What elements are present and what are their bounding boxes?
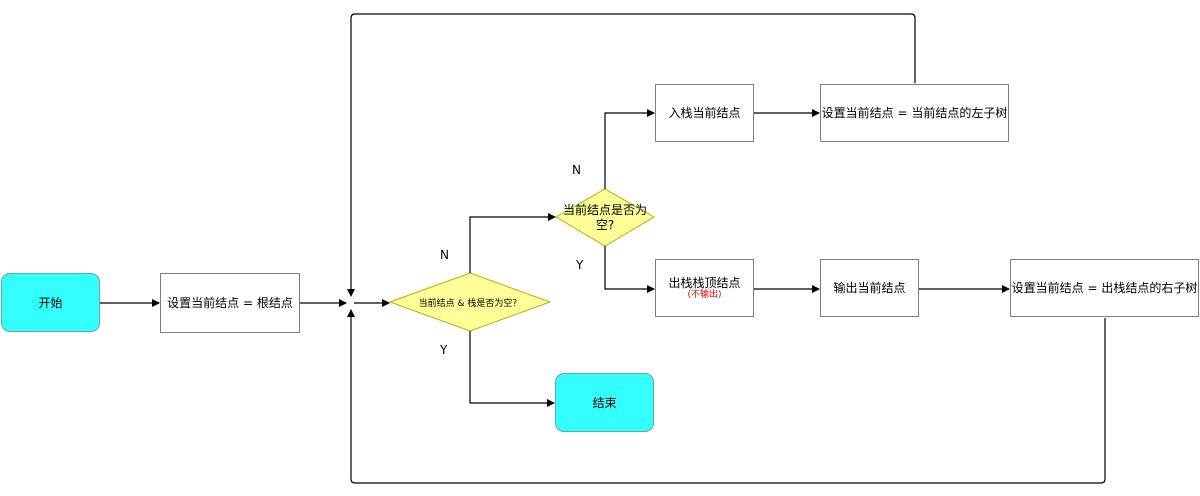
start-label: 开始 <box>38 295 63 310</box>
start-terminal[interactable]: 开始 <box>1 273 100 332</box>
decision-main-shape <box>388 272 552 332</box>
decision-main[interactable]: 当前结点 & 栈是否为空？ <box>390 273 550 331</box>
set-root-process[interactable]: 设置当前结点 = 根结点 <box>160 273 300 333</box>
edge-label-null-y: Y <box>576 258 584 272</box>
edge-null-y-to-pop <box>604 246 655 293</box>
edge-label-null-n: N <box>572 163 581 177</box>
pop-note: (不输出) <box>687 289 722 300</box>
pop-process[interactable]: 出栈栈顶结点 (不输出) <box>655 259 754 317</box>
push-label: 入栈当前结点 <box>668 106 741 120</box>
edge-main-y-to-end <box>469 331 555 407</box>
output-process[interactable]: 输出当前结点 <box>820 259 919 317</box>
set-right-label: 设置当前结点 = 出栈结点的右子树 <box>1011 281 1198 295</box>
edge-main-n-to-null <box>469 213 556 273</box>
set-root-label: 设置当前结点 = 根结点 <box>167 296 293 310</box>
set-right-process[interactable]: 设置当前结点 = 出栈结点的右子树 <box>1010 259 1199 317</box>
edge-setleft-loop-back <box>347 13 916 297</box>
pop-label: 出栈栈顶结点 <box>668 275 741 290</box>
decision-main-label: 当前结点 & 栈是否为空？ <box>418 298 522 309</box>
push-process[interactable]: 入栈当前结点 <box>655 84 754 142</box>
decision-null-shape <box>555 188 655 247</box>
output-label: 输出当前结点 <box>833 281 906 295</box>
end-label: 结束 <box>592 395 617 410</box>
set-left-label: 设置当前结点 = 当前结点的左子树 <box>821 106 1008 120</box>
edge-label-main-n: N <box>440 248 449 262</box>
end-terminal[interactable]: 结束 <box>555 373 654 432</box>
edge-label-main-y: Y <box>440 343 448 357</box>
decision-null[interactable]: 当前结点是否为空? <box>556 189 654 246</box>
edge-null-n-to-push <box>604 109 655 189</box>
edge-setright-loop-back <box>347 309 1106 484</box>
decision-null-label: 当前结点是否为空? <box>562 202 647 232</box>
set-left-process[interactable]: 设置当前结点 = 当前结点的左子树 <box>820 84 1009 142</box>
